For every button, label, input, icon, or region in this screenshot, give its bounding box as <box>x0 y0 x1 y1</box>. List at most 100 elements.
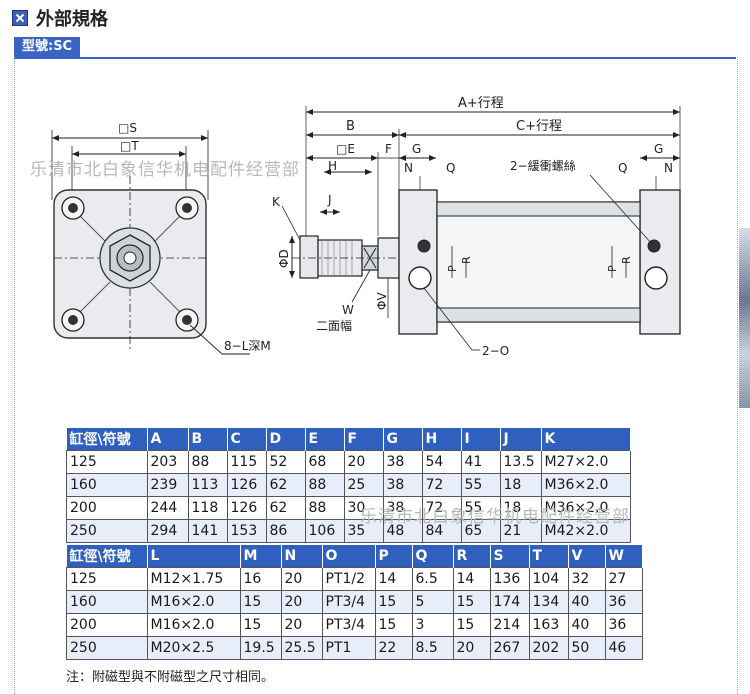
cell: 200 <box>66 613 148 637</box>
cell: 6.5 <box>411 567 454 591</box>
cell: 20 <box>280 613 323 637</box>
col-header: C <box>227 428 267 451</box>
cell: 46 <box>604 636 643 660</box>
cell: 200 <box>66 496 148 520</box>
cell: 153 <box>226 519 267 543</box>
cell: 160 <box>66 590 148 614</box>
cell: 141 <box>187 519 228 543</box>
col-header: O <box>322 545 376 568</box>
label-R-left: R <box>460 256 473 264</box>
label-L: 8−L深M <box>224 339 271 353</box>
cell: 13.5 <box>499 450 542 474</box>
col-header: H <box>422 428 462 451</box>
cell: 62 <box>265 473 306 497</box>
cell: M20×2.5 <box>146 636 241 660</box>
cell: 25.5 <box>280 636 323 660</box>
col-header: F <box>344 428 384 451</box>
table-header-row: 缸徑\符號 L M N O P Q R S T V W <box>66 545 643 568</box>
cell: 118 <box>187 496 228 520</box>
cell: PT1/2 <box>321 567 376 591</box>
cell: 86 <box>265 519 306 543</box>
side-image-strip <box>739 228 750 408</box>
label-W: W <box>342 303 354 317</box>
cell: 52 <box>265 450 306 474</box>
cell: 22 <box>374 636 413 660</box>
cell: 5 <box>411 590 454 614</box>
cell: 294 <box>146 519 189 543</box>
cell: 32 <box>567 567 606 591</box>
col-header: T <box>529 545 569 568</box>
cell: M36×2.0 <box>540 496 631 520</box>
cell: 18 <box>499 496 542 520</box>
cell: M16×2.0 <box>146 613 241 637</box>
table-row: 250 294 141 153 86 106 35 48 84 65 21 M4… <box>66 519 631 543</box>
table-row: 200 244 118 126 62 88 30 38 72 55 18 M36… <box>66 496 631 520</box>
label-N-left: N <box>404 161 413 175</box>
cell: M36×2.0 <box>540 473 631 497</box>
col-header: W <box>605 545 643 568</box>
table-row: 125 M12×1.75 16 20 PT1/2 14 6.5 14 136 1… <box>66 567 643 591</box>
side-view: A+行程 B C+行程 □E F H G N Q G N Q K J <box>272 96 681 358</box>
checkbox-x-icon <box>12 10 28 26</box>
cell: PT1 <box>321 636 376 660</box>
label-T: □T <box>120 139 139 153</box>
table-header-row: 缸徑\符號 A B C D E F G H I J K <box>66 428 631 451</box>
label-Q-right: Q <box>618 161 627 175</box>
col-header: P <box>375 545 413 568</box>
cell: PT3/4 <box>321 613 376 637</box>
cell: 15 <box>239 613 282 637</box>
cell: 202 <box>528 636 569 660</box>
cell: 104 <box>528 567 569 591</box>
cell: 3 <box>411 613 454 637</box>
label-D: ΦD <box>277 249 291 268</box>
table-row: 250 M20×2.5 19.5 25.5 PT1 22 8.5 20 267 … <box>66 636 643 660</box>
cell: 125 <box>66 567 148 591</box>
cell: 68 <box>304 450 345 474</box>
cell: 15 <box>239 590 282 614</box>
cell: 134 <box>528 590 569 614</box>
cell: 20 <box>280 567 323 591</box>
cell: 21 <box>499 519 542 543</box>
front-view: □S □T 8−L深M <box>51 121 271 355</box>
cell: 126 <box>226 473 267 497</box>
cell: 35 <box>343 519 384 543</box>
table-row: 160 239 113 126 62 88 25 38 72 55 18 M36… <box>66 473 631 497</box>
watermark-2: 乐清市北白象信华机电配件经营部 <box>360 507 630 527</box>
cell: 14 <box>374 567 413 591</box>
label-E: □E <box>336 142 355 156</box>
table-row: 160 M16×2.0 15 20 PT3/4 15 5 15 174 134 … <box>66 590 643 614</box>
col-header: K <box>541 428 631 451</box>
cell: 62 <box>265 496 306 520</box>
cell: 126 <box>226 496 267 520</box>
cell: 38 <box>382 473 423 497</box>
label-O: 2−O <box>482 344 509 358</box>
cell: 15 <box>374 590 413 614</box>
cell: 20 <box>452 636 491 660</box>
col-header: N <box>281 545 323 568</box>
label-B: B <box>346 119 355 134</box>
cell: 19.5 <box>239 636 282 660</box>
cell: 38 <box>382 450 423 474</box>
cell: 15 <box>452 590 491 614</box>
label-S: □S <box>118 121 137 135</box>
cell: 54 <box>421 450 462 474</box>
cell: 27 <box>604 567 643 591</box>
label-K: K <box>272 195 281 209</box>
cell: 15 <box>374 613 413 637</box>
section-header: 外部規格 <box>12 6 108 30</box>
cell: 72 <box>421 473 462 497</box>
col-header: E <box>305 428 345 451</box>
cell: 250 <box>66 636 148 660</box>
col-header: R <box>453 545 491 568</box>
cell: 250 <box>66 519 148 543</box>
label-two-face: 二面幅 <box>316 318 352 333</box>
spec-table-2: 缸徑\符號 L M N O P Q R S T V W 125 M12×1.75… <box>66 545 643 660</box>
cell: 36 <box>604 613 643 637</box>
cell: 113 <box>187 473 228 497</box>
cell: 55 <box>460 473 501 497</box>
cell: 25 <box>343 473 384 497</box>
cell: 65 <box>460 519 501 543</box>
table-row: 200 M16×2.0 15 20 PT3/4 15 3 15 214 163 … <box>66 613 643 637</box>
col-header: B <box>188 428 228 451</box>
cell: 20 <box>280 590 323 614</box>
